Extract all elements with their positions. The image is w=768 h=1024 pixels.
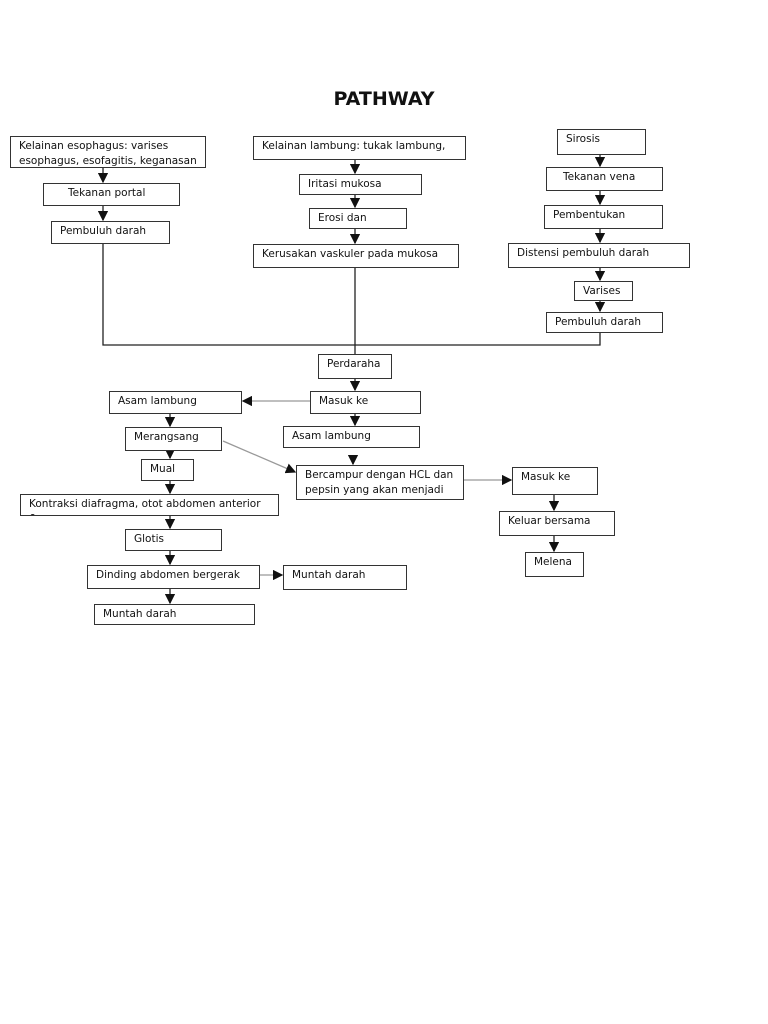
node-varises: Varises: [574, 281, 633, 301]
node-pembentukan: Pembentukan: [544, 205, 663, 229]
node-keluar-bersama: Keluar bersama: [499, 511, 615, 536]
node-kerusakan-vaskuler: Kerusakan vaskuler pada mukosa: [253, 244, 459, 268]
node-asam-lambung-kiri: Asam lambung: [109, 391, 242, 414]
node-sirosis: Sirosis: [557, 129, 646, 155]
node-tekanan-vena: Tekanan vena: [546, 167, 663, 191]
node-merangsang: Merangsang: [125, 427, 222, 451]
node-dinding-abdomen: Dinding abdomen bergerak: [87, 565, 260, 589]
connector-left: [102, 244, 601, 346]
page-title: PATHWAY: [333, 88, 435, 110]
node-asam-lambung-kanan: Asam lambung: [283, 426, 420, 448]
node-distensi: Distensi pembuluh darah: [508, 243, 690, 268]
node-muntah-darah: Muntah darah: [94, 604, 255, 625]
node-pembuluh-darah-kiri: Pembuluh darah: [51, 221, 170, 244]
node-kontraksi: Kontraksi diafragma, otot abdomen anteri…: [20, 494, 279, 516]
node-bercampur: Bercampur dengan HCL dan pepsin yang aka…: [296, 465, 464, 500]
node-kelainan-lambung: Kelainan lambung: tukak lambung,: [253, 136, 466, 160]
node-kelainan-esophagus: Kelainan esophagus: varises esophagus, e…: [10, 136, 206, 168]
node-masuk-ke: Masuk ke: [310, 391, 421, 414]
node-iritasi-mukosa: Iritasi mukosa: [299, 174, 422, 195]
node-tekanan-portal: Tekanan portal: [43, 183, 180, 206]
node-mual: Mual: [141, 459, 194, 481]
node-perdarahan: Perdaraha: [318, 354, 392, 379]
node-erosi: Erosi dan: [309, 208, 407, 229]
arrow: [222, 440, 297, 474]
node-melena: Melena: [525, 552, 584, 577]
node-glotis: Glotis: [125, 529, 222, 551]
node-pembuluh-darah-kanan: Pembuluh darah: [546, 312, 663, 333]
node-muntah-darah-kanan: Muntah darah: [283, 565, 407, 590]
node-masuk-usus: Masuk ke: [512, 467, 598, 495]
